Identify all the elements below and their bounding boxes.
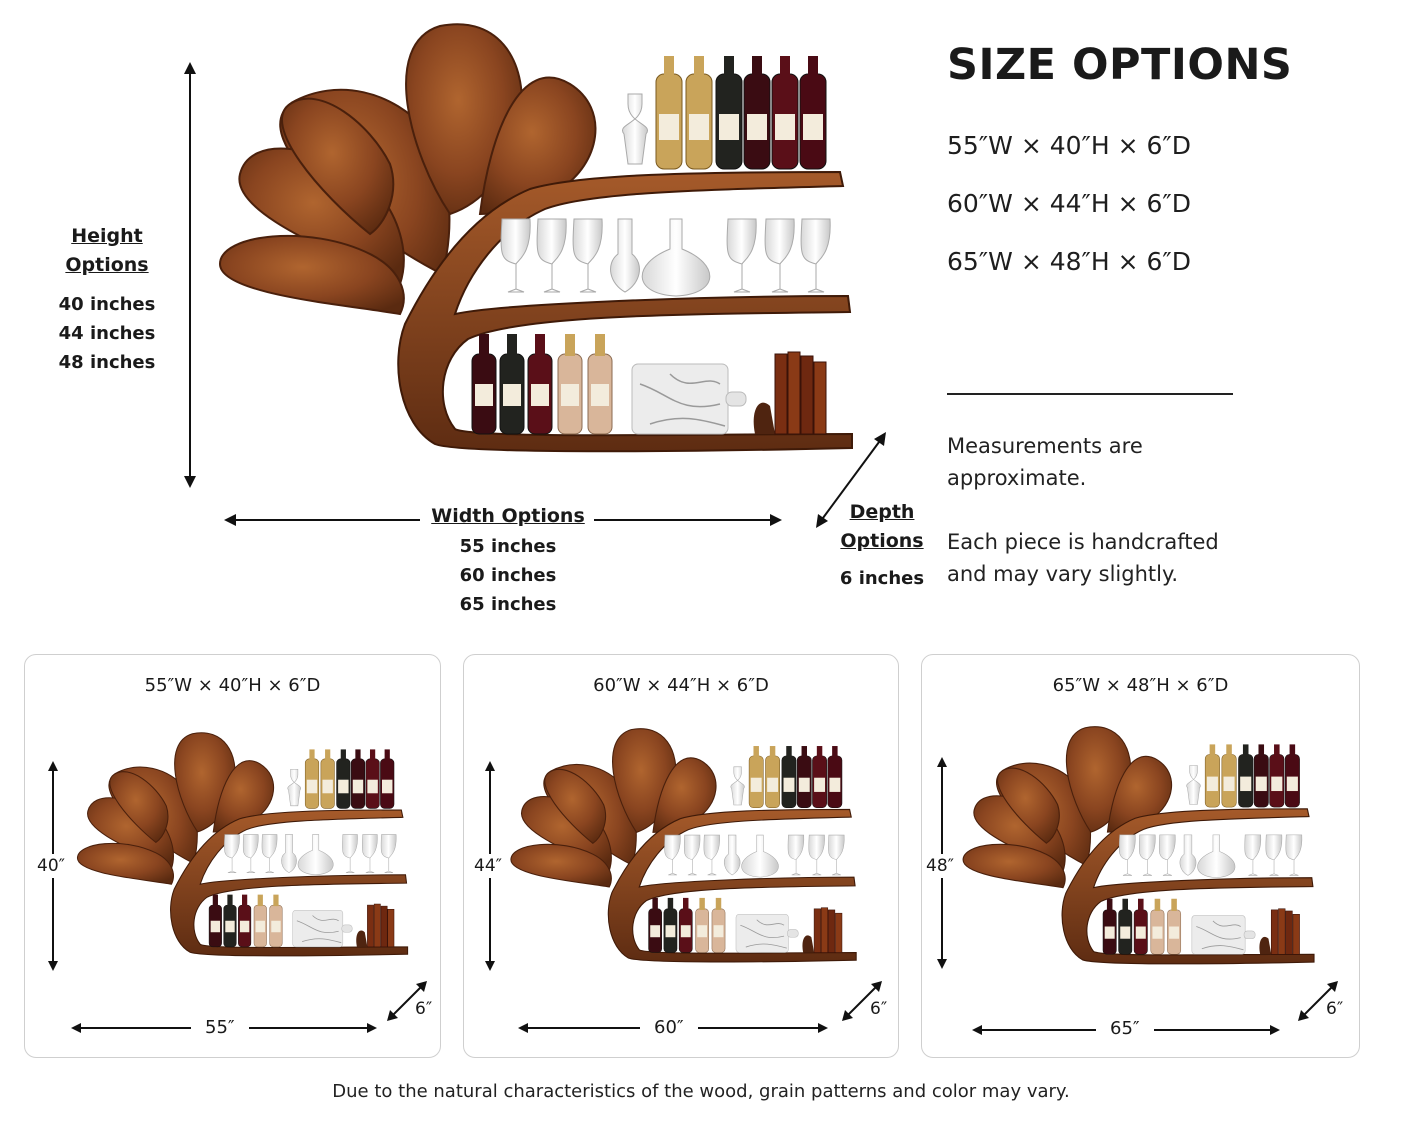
footer-note: Due to the natural characteristics of th… — [332, 1081, 1070, 1102]
card-depth-label: 6″ — [870, 999, 888, 1019]
card-depth-label: 6″ — [1326, 999, 1344, 1019]
card-shelf-illustration — [500, 721, 866, 971]
card-depth-arrow — [387, 981, 427, 1021]
height-value: 48 inches — [58, 352, 156, 373]
height-values: 40 inches 44 inches 48 inches — [52, 290, 162, 377]
width-arrow — [224, 514, 782, 526]
depth-arrow — [816, 432, 886, 528]
size-card-55[interactable]: 55″W × 40″H × 6″D 40″ 55″ 6″ — [24, 654, 441, 1058]
card-shelf-illustration — [67, 725, 417, 965]
width-value: 55 inches — [459, 536, 557, 557]
size-card-60[interactable]: 60″W × 44″H × 6″D 44″ 60″ 6″ — [463, 654, 899, 1058]
width-values: 55 inches 60 inches 65 inches — [428, 532, 588, 619]
divider — [947, 393, 1233, 395]
height-value: 44 inches — [58, 323, 156, 344]
size-option: 60″W × 44″H × 6″D — [947, 189, 1191, 218]
card-depth-label: 6″ — [415, 999, 433, 1019]
card-depth-arrow — [1298, 981, 1338, 1021]
card-shelf-illustration — [952, 719, 1324, 973]
card-title: 65″W × 48″H × 6″D — [1052, 675, 1229, 696]
card-height-label: 40″ — [37, 854, 65, 878]
wine-shelf-illustration — [200, 14, 870, 464]
width-value: 65 inches — [459, 594, 557, 615]
card-width-label: 60″ — [640, 1017, 698, 1038]
size-option: 55″W × 40″H × 6″D — [947, 131, 1191, 160]
depth-options-label: Depth Options — [840, 501, 924, 552]
card-width-label: 55″ — [191, 1017, 249, 1038]
height-value: 40 inches — [58, 294, 156, 315]
height-options-label: Height Options — [65, 225, 149, 276]
measurement-note: Measurements are approximate. — [947, 434, 1143, 490]
size-option: 65″W × 48″H × 6″D — [947, 247, 1191, 276]
width-options-label: Width Options — [431, 505, 585, 527]
card-title: 60″W × 44″H × 6″D — [593, 675, 769, 696]
width-value: 60 inches — [459, 565, 557, 586]
size-options-heading: SIZE OPTIONS — [947, 40, 1293, 90]
depth-value: 6 inches — [839, 568, 925, 589]
card-title: 55″W × 40″H × 6″D — [144, 675, 321, 696]
card-height-label: 48″ — [926, 854, 954, 878]
card-depth-arrow — [842, 981, 882, 1021]
card-width-label: 65″ — [1096, 1018, 1154, 1039]
height-arrow — [184, 62, 196, 488]
handcrafted-note: Each piece is handcrafted and may vary s… — [947, 530, 1219, 586]
card-height-label: 44″ — [474, 854, 502, 878]
size-card-65[interactable]: 65″W × 48″H × 6″D 48″ 65″ 6″ — [921, 654, 1360, 1058]
